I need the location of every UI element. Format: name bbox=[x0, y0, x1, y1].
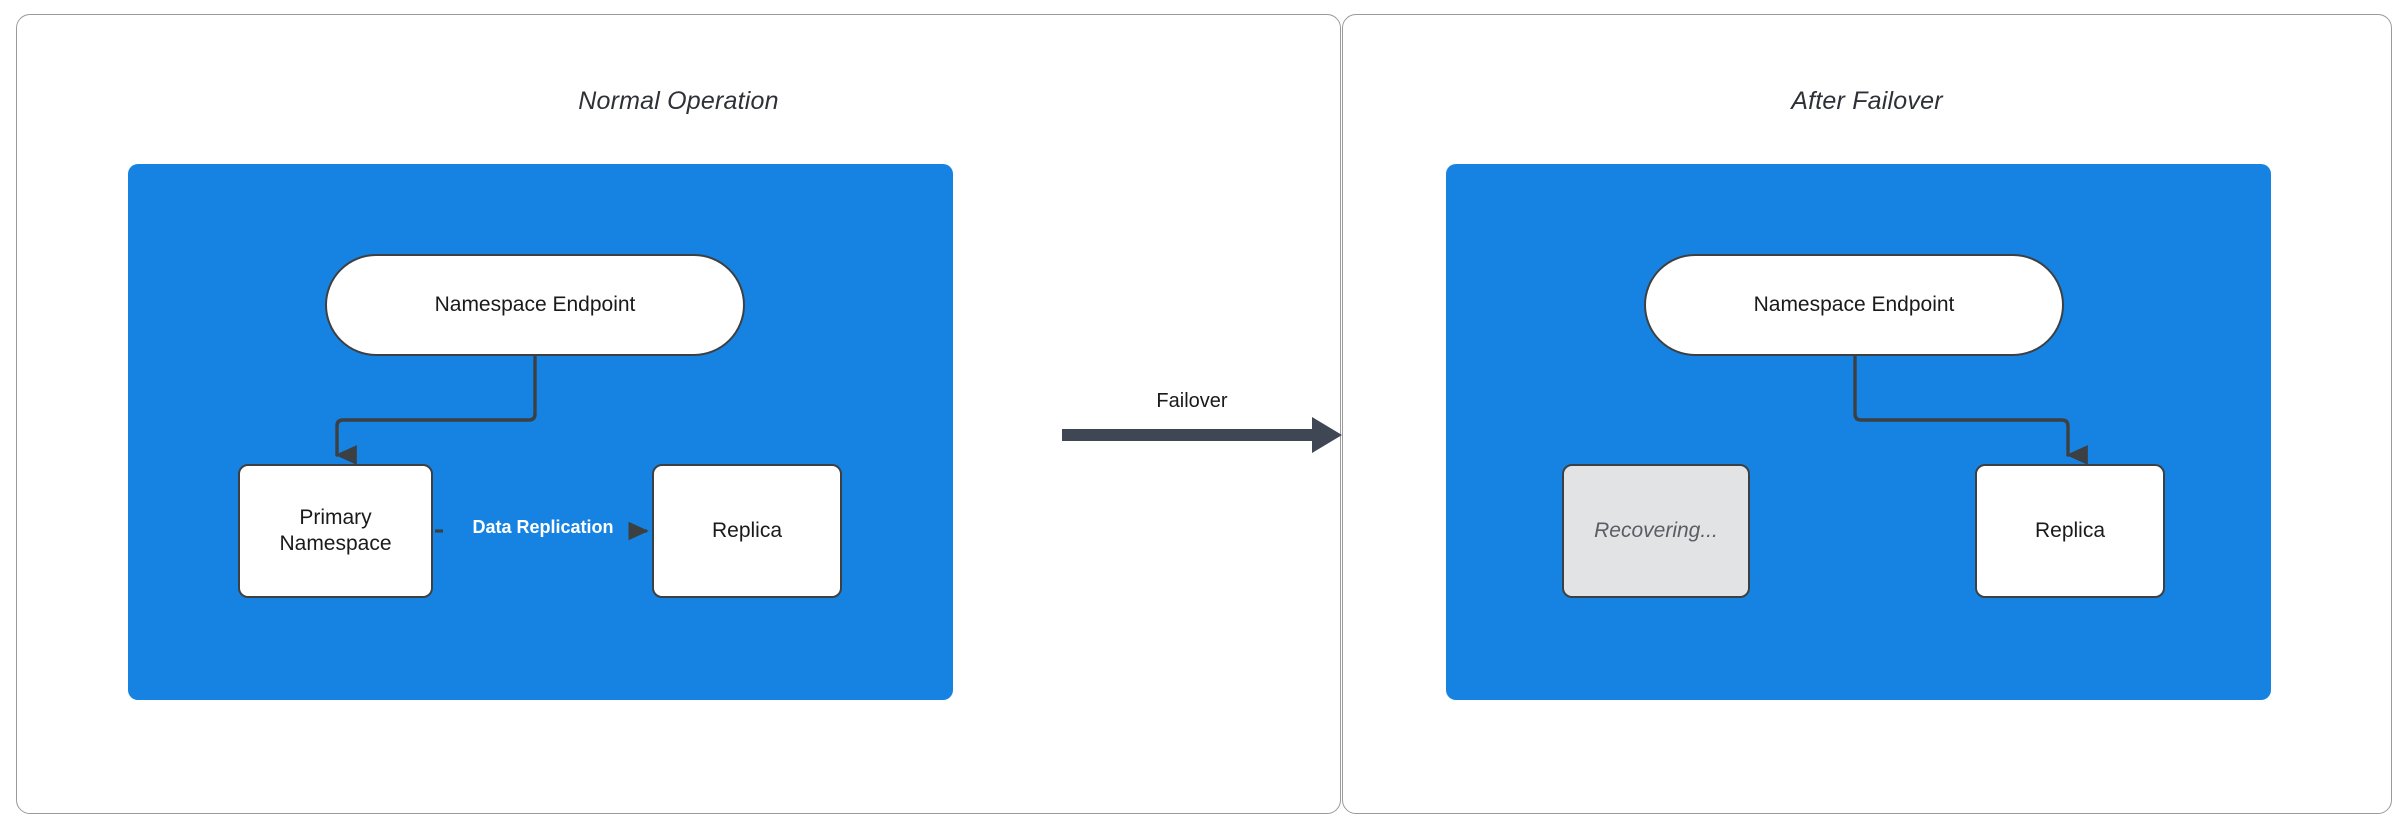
panel-left-title: Normal Operation bbox=[578, 87, 779, 115]
node-replica-left[interactable]: Replica bbox=[652, 464, 842, 598]
failover-label: Failover bbox=[1156, 390, 1228, 412]
failover-arrow bbox=[1062, 417, 1342, 453]
node-replica-right[interactable]: Replica bbox=[1975, 464, 2165, 598]
region-after-failover bbox=[1446, 164, 2271, 700]
failover-arrow-shape bbox=[1062, 417, 1342, 453]
node-primary-namespace[interactable]: Primary Namespace bbox=[238, 464, 433, 598]
node-label: Replica bbox=[2034, 518, 2106, 542]
region-normal-operation bbox=[128, 164, 953, 700]
panel-right-title: After Failover bbox=[1791, 87, 1943, 115]
node-label: Namespace Endpoint bbox=[434, 292, 636, 316]
node-label: Primary Namespace bbox=[279, 505, 392, 555]
node-label: Recovering... bbox=[1594, 518, 1718, 542]
node-label: Namespace Endpoint bbox=[1753, 292, 1955, 316]
edge-label-data-replication: Data Replication bbox=[472, 517, 614, 537]
node-namespace-endpoint-right[interactable]: Namespace Endpoint bbox=[1644, 254, 2064, 356]
node-recovering[interactable]: Recovering... bbox=[1562, 464, 1750, 598]
node-namespace-endpoint-left[interactable]: Namespace Endpoint bbox=[325, 254, 745, 356]
node-label: Replica bbox=[711, 518, 783, 542]
